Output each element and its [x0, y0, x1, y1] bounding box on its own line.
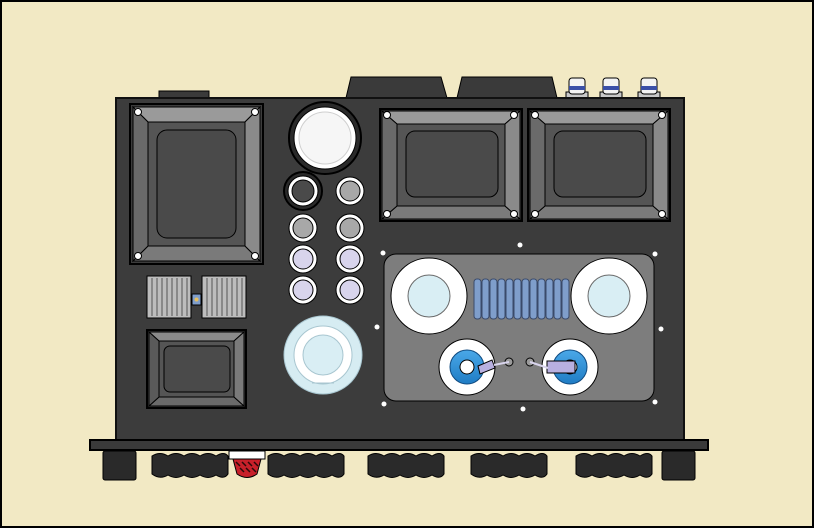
- tube-socket-6: [335, 244, 365, 274]
- volume-knob-left: [390, 257, 468, 335]
- control-panel: [383, 253, 655, 402]
- speaker-terminal-right: [456, 76, 558, 99]
- foot-pad-3: [367, 453, 445, 478]
- tube-socket-8: [335, 275, 365, 305]
- output-transformer-left: [379, 108, 523, 222]
- tube-sockets: [283, 171, 365, 305]
- tube-socket-4: [335, 213, 365, 243]
- foot-pad-5: [575, 453, 653, 478]
- trimmer: [191, 293, 202, 306]
- foot-pad-1: [151, 453, 229, 478]
- choke-transformer: [146, 329, 247, 409]
- output-transformer-right: [527, 108, 671, 222]
- tube-socket-7: [288, 275, 318, 305]
- foot-left: [102, 450, 137, 481]
- power-switch[interactable]: [228, 450, 266, 478]
- bottom-rail: [89, 439, 709, 451]
- large-capacitor: [288, 101, 362, 175]
- foot-right: [661, 450, 696, 481]
- foot-pad-4: [470, 453, 548, 478]
- feet: [102, 450, 696, 481]
- tube-socket-1: [283, 171, 323, 211]
- power-transformer: [129, 103, 264, 265]
- vent-grille: [473, 278, 570, 320]
- bias-meter-right: [541, 338, 599, 396]
- volume-knob-right: [570, 257, 648, 335]
- tube-socket-3: [288, 213, 318, 243]
- heatsink-left: [146, 275, 192, 319]
- filter-capacitor: [283, 315, 363, 395]
- panel-screws: [374, 242, 664, 412]
- rca-jack-3: [637, 77, 661, 99]
- bias-meter-left: [438, 338, 496, 396]
- foot-pad-2: [267, 453, 345, 478]
- rca-jack-2: [599, 77, 623, 99]
- heatsink-right: [201, 275, 247, 319]
- meter-needles: [493, 357, 549, 369]
- heatsink: [146, 275, 247, 319]
- rca-jack-1: [565, 77, 589, 99]
- tube-socket-5: [288, 244, 318, 274]
- tube-socket-2: [335, 176, 365, 206]
- speaker-terminal-left: [345, 76, 448, 99]
